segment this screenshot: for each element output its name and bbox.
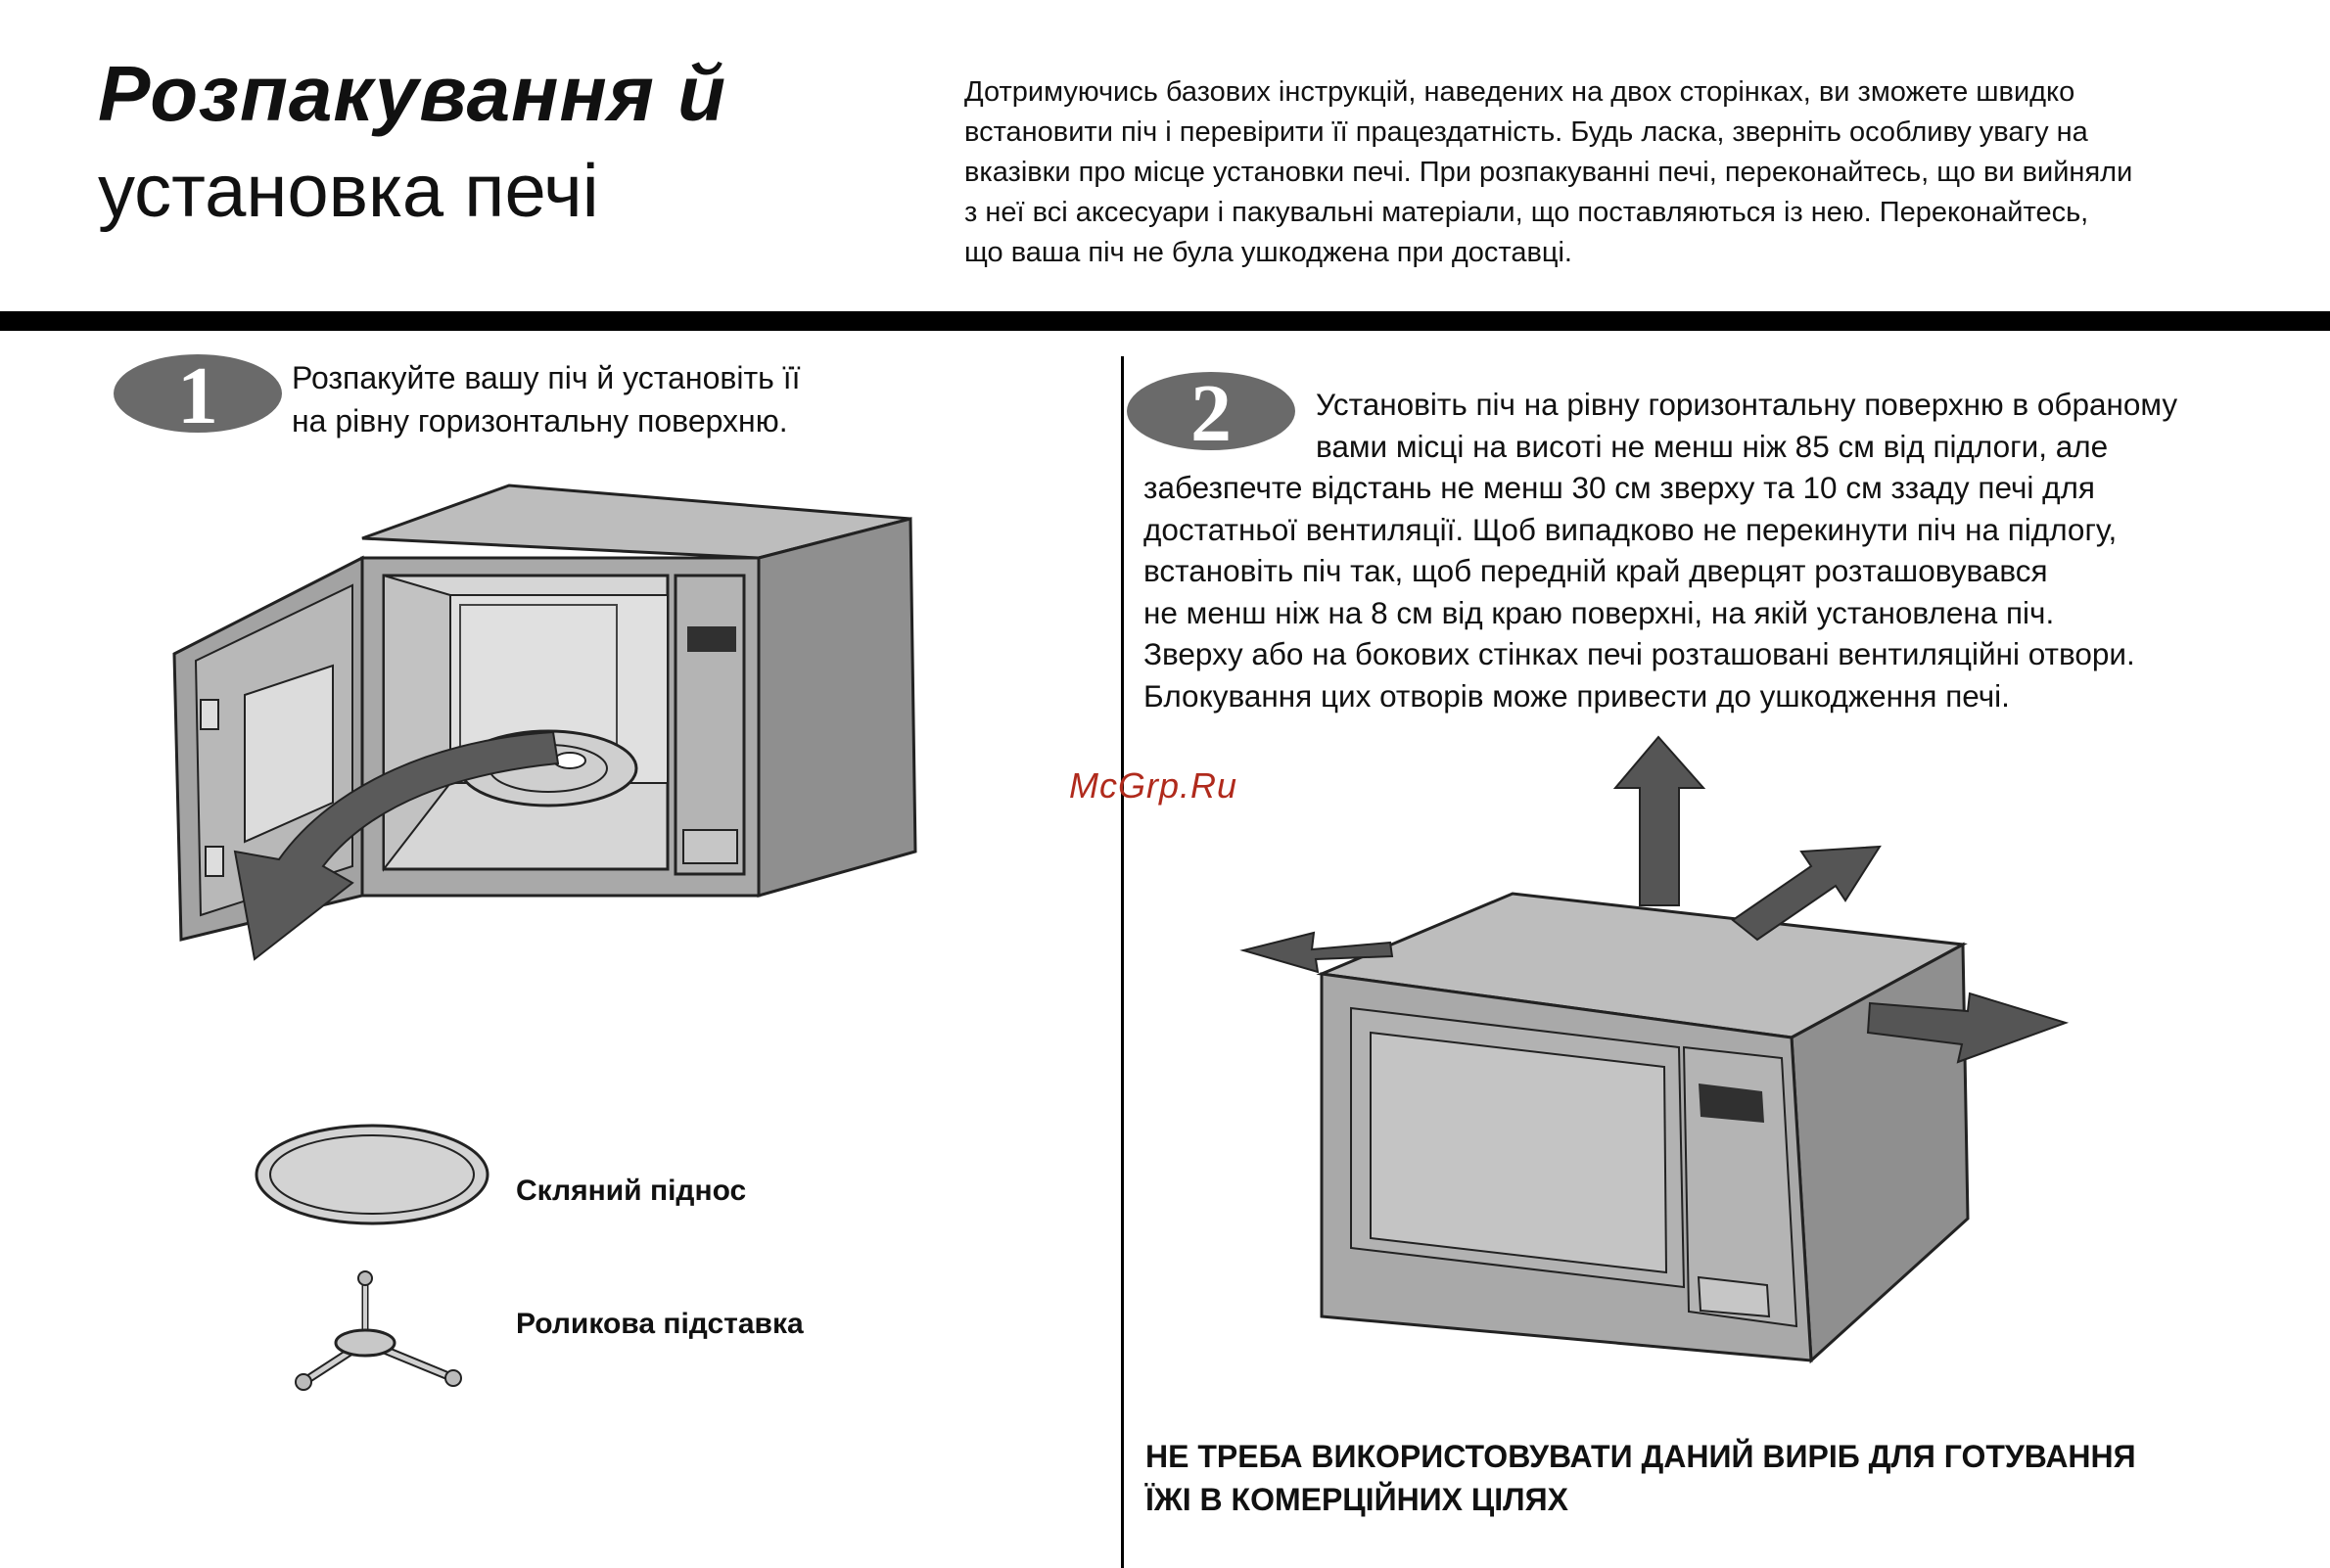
step-1-line: Розпакуйте вашу піч й установіть її <box>292 360 801 395</box>
step-2-line: не менш ніж на 8 см від краю поверхні, н… <box>1143 594 2055 630</box>
warning-line: ЇЖІ В КОМЕРЦІЙНИХ ЦІЛЯХ <box>1145 1482 1568 1517</box>
door-latch-top <box>200 699 219 730</box>
step-2-line: Зверху або на бокових стінках печі розта… <box>1143 636 2135 671</box>
page-title-bold: Розпакування й <box>98 50 726 137</box>
control-panel <box>674 574 746 876</box>
accessory-label-roller-ring: Роликова підставка <box>516 1308 804 1340</box>
step-2-badge-icon: 2 <box>1127 368 1295 459</box>
door-window <box>244 664 334 844</box>
step-1-badge-icon: 1 <box>114 350 282 441</box>
step-2-line: Блокування цих отворів може привести до … <box>1143 677 2010 714</box>
door-button <box>682 829 738 864</box>
accessory-label-glass-tray: Скляний піднос <box>516 1175 747 1207</box>
vent-arrow-left-icon <box>1239 931 1394 974</box>
watermark: McGrp.Ru <box>1069 765 1238 806</box>
step-1-text: Розпакуйте вашу піч й установіть її на р… <box>292 356 800 442</box>
step-2-line: достатньої вентиляції. Щоб випадково не … <box>1143 511 2118 547</box>
vent-arrow-right-icon <box>1866 992 2070 1064</box>
step-1-line: на рівну горизонтальну поверхню. <box>292 403 788 438</box>
vent-arrow-up-icon <box>1612 735 1706 906</box>
closed-microwave-illustration <box>1239 735 2070 1364</box>
step-2-line: забезпечте відстань не менш 30 см зверху… <box>1143 470 2095 505</box>
step-2-line: вами місці на висоті не менш ніж 85 см в… <box>1316 428 2109 464</box>
step-1-number: 1 <box>177 350 218 441</box>
intro-line: що ваша піч не була ушкоджена при достав… <box>964 237 1572 268</box>
door-button <box>1697 1275 1771 1318</box>
door-window <box>1370 1031 1668 1274</box>
door-latch-bottom <box>205 846 224 877</box>
intro-line: встановити піч і перевірити її працездат… <box>964 116 2088 148</box>
header-rule <box>0 311 2330 331</box>
intro-line: вказівки про місце установки печі. При р… <box>964 157 2133 188</box>
intro-paragraph: Дотримуючись базових інструкцій, наведен… <box>964 72 2296 273</box>
step-2-line: встановіть піч так, щоб передній край дв… <box>1143 553 2048 588</box>
roller-ring-icon <box>295 1270 462 1391</box>
display-window <box>1699 1084 1764 1123</box>
remove-arrow-icon <box>233 730 560 961</box>
page-title-regular: установка печі <box>98 150 599 233</box>
step-2-line: Установіть піч на рівну горизонтальну по… <box>1316 387 2178 422</box>
open-microwave-illustration <box>172 484 917 961</box>
glass-tray-icon <box>255 1124 489 1225</box>
intro-line: Дотримуючись базових інструкцій, наведен… <box>964 76 2075 108</box>
display-window <box>687 626 736 652</box>
warning-line: НЕ ТРЕБА ВИКОРИСТОВУВАТИ ДАНИЙ ВИРІБ ДЛЯ… <box>1145 1439 2136 1474</box>
step-2-text: Установіть піч на рівну горизонтальну по… <box>1143 384 2318 716</box>
oven-side <box>757 517 917 898</box>
commercial-use-warning: НЕ ТРЕБА ВИКОРИСТОВУВАТИ ДАНИЙ ВИРІБ ДЛЯ… <box>1145 1435 2320 1521</box>
step-2-number: 2 <box>1190 368 1232 459</box>
vent-arrow-back-icon <box>1731 845 1882 942</box>
turntable-hub <box>553 752 586 769</box>
intro-line: з неї всі аксесуари і пакувальні матеріа… <box>964 197 2089 228</box>
column-divider <box>1121 356 1124 1568</box>
